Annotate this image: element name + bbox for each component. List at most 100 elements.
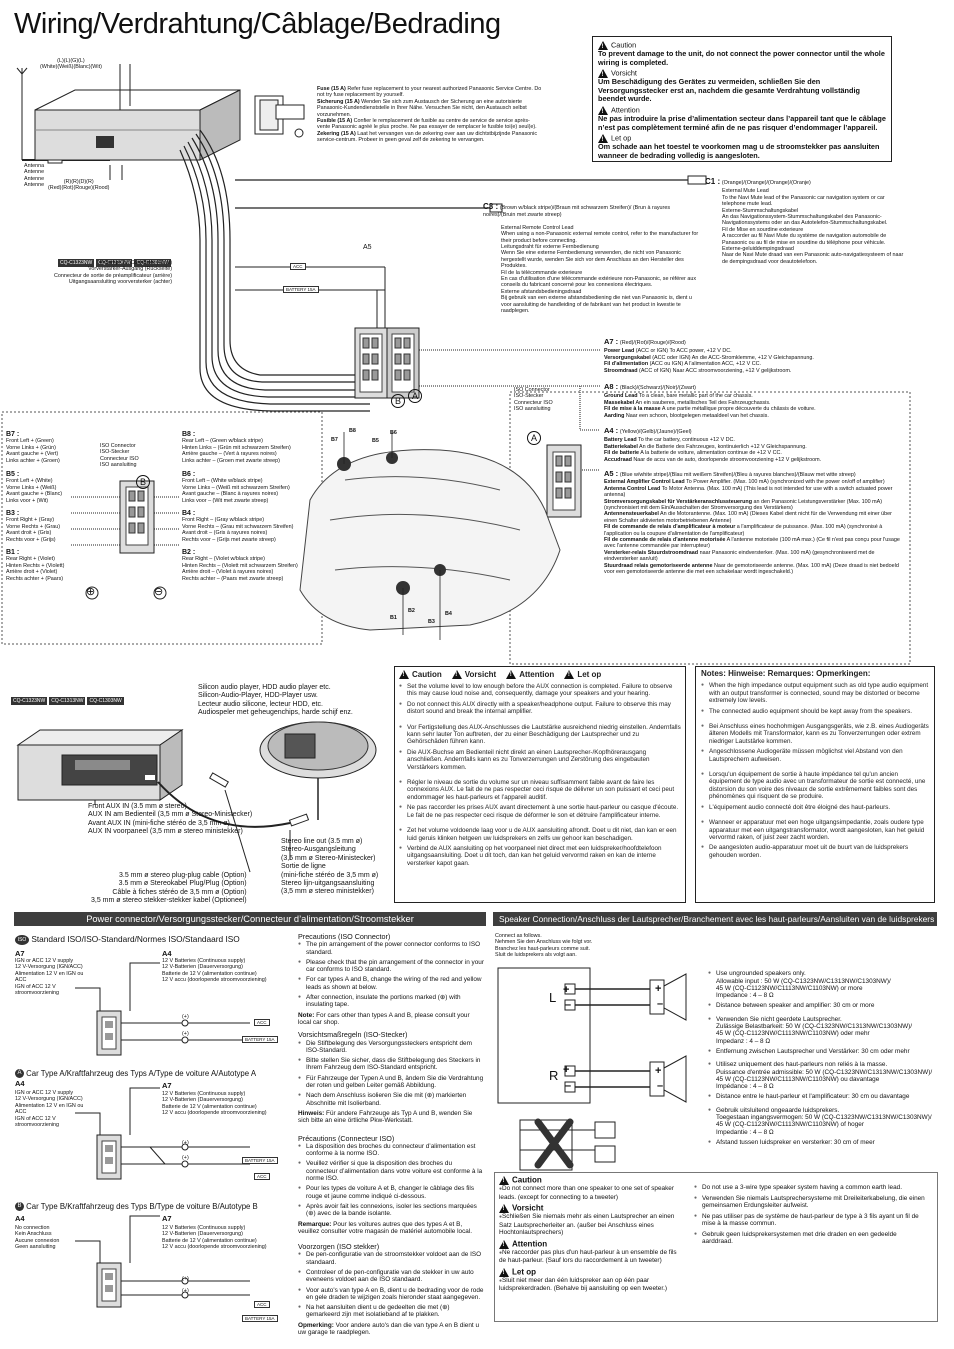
- type-a-a4-title: A4: [15, 1079, 25, 1088]
- type-a-a7-title: A7: [162, 1081, 172, 1090]
- lead-line: External Amplifier Control Lead To Power…: [604, 479, 906, 485]
- lead-line: Massekabel An ein sauberes, metallisches…: [604, 400, 904, 406]
- speaker-right-item: Verwenden Sie niemals Lautsprechersystem…: [694, 1195, 926, 1210]
- speaker-caution-head: Attention: [512, 1239, 548, 1249]
- warning-icon: [598, 106, 608, 117]
- lead-line: Fuse (15 A) Refer fuse replacement to yo…: [317, 86, 542, 99]
- lead-line-bold: Antenna Control Lead: [604, 485, 661, 492]
- lead-line: Fil de commande de relais d'antenne moto…: [604, 537, 906, 550]
- car-label-b3: B3: [428, 619, 435, 625]
- lead-line: An das Navigationssystem-Stummschaltungs…: [722, 214, 905, 227]
- lead-line-text: (ACC oder IGN) An die ACC-Stromklemme, +…: [650, 354, 814, 361]
- notes-box: Notes: Hinweise: Remarques: Opmerkingen:…: [695, 666, 935, 903]
- speaker-connect-line: Sluit de luidsprekers als volgt aan.: [495, 952, 577, 959]
- car-label-b5: B5: [372, 438, 379, 444]
- power-line: Batterie de 12 V (alimentation continue): [162, 970, 257, 977]
- warning-icon: [506, 670, 517, 679]
- car-label-b7: B7: [331, 437, 338, 443]
- speaker-item: Afstand tussen luidspreker en versterker…: [708, 1139, 940, 1147]
- speaker-caution-heading: Caution: [499, 1176, 679, 1186]
- lead-line-text: Naar een schoon, blootgelegen metaaldeel…: [624, 412, 769, 419]
- speaker-lead-label: B6 :: [182, 471, 196, 478]
- lead-line-bold: Fil de batterie: [604, 450, 640, 457]
- a7-block: A7 : (Red)/(Rot)/(Rouge)/(Rood) Power Le…: [604, 338, 904, 374]
- power-line: IGN of ACC 12 V stroomvoorziening: [15, 983, 60, 997]
- car-label-b6: B6: [390, 430, 397, 436]
- b4-block: B4 :Front Right – (Gray w/black stripe)V…: [182, 510, 293, 543]
- power-line: IGN or ACC 12 V supply: [15, 1090, 74, 1096]
- lead-line-text: An ein sauberes, metallisches Teil des F…: [634, 399, 771, 406]
- lead-line-text: To a clean, bare metallic part of the ca…: [637, 393, 753, 400]
- lead-line-bold: Versterker-relais Stuurdstroomdraad: [604, 549, 699, 556]
- precaution-item: La disposition des broches du connecteur…: [298, 1143, 484, 1158]
- lead-line-bold: Fil de mise à la masse: [604, 406, 661, 413]
- caution-text: Um Beschädigung des Gerätes zu vermeiden…: [598, 77, 860, 104]
- front-aux-line: AUX IN am Bedienteil (3,5 mm ø Stereo-Mi…: [88, 811, 253, 819]
- c3-block: C3 : (Brown w/black stripe)/(Braun mit s…: [483, 203, 703, 315]
- speaker-lead-label: B3 :: [6, 510, 20, 517]
- warning-icon: [598, 69, 608, 80]
- speaker-caution-box: [494, 1172, 938, 1322]
- aux-caution-item: Do not connect this AUX directly with a …: [399, 701, 681, 716]
- lead-line: Stuurdraad relais gemotoriseerde antenne…: [604, 563, 906, 576]
- aux-caution-head: Vorsicht: [464, 669, 497, 679]
- precaution-item: Nach dem Anschluss isolieren Sie die mit…: [298, 1092, 484, 1107]
- lead-line: Fil d'alimentation (ACC ou IGN) A l'alim…: [604, 361, 904, 367]
- speaker-lead-line: Avant gauche + (Vert): [6, 451, 59, 458]
- speaker-connect-text: Connect as follows.Nehmen Sie den Anschl…: [495, 933, 592, 959]
- caution-text: To prevent damage to the unit, do not co…: [598, 49, 885, 67]
- power-line: Batterie de 12 V (alimentation continue): [162, 1237, 257, 1244]
- power-line: Batterie de 12 V (alimentation continue): [162, 1103, 257, 1110]
- aux-caution-head: Attention: [519, 669, 555, 679]
- precaution-item: Pour les types de voiture A et B, change…: [298, 1185, 484, 1200]
- speaker-lead-label: B8 :: [182, 431, 196, 438]
- lead-line: Fil de mise à la masse A une partie méta…: [604, 406, 904, 412]
- lead-line-text: To the car battery, continuous +12 V DC.: [636, 437, 735, 444]
- lead-line-bold: Sicherung (15 A): [317, 98, 360, 105]
- player-line: Audiospeler met geheugenchips, harde sch…: [198, 709, 353, 717]
- warning-icon: [451, 670, 462, 679]
- precaution-item: Please check that the pin arrangement of…: [298, 959, 484, 974]
- lead-line-text: Naar de gemotoriseerde antenne. (Max. 10…: [604, 562, 899, 576]
- antenna-line: Antenna: [24, 163, 45, 169]
- cable-line: 3.5 mm ø Stereokabel Plug/Plug (Option): [118, 880, 247, 888]
- speaker-lead-line: Links voor – (Wit met zwarte streep): [182, 497, 269, 504]
- speaker-plus-l2: +: [655, 983, 662, 995]
- cable-line: Câble à fiches stéréo de 3,5 mm ø (Optio…: [112, 888, 247, 896]
- speaker-lead-line: Front Right + (Gray): [6, 517, 55, 524]
- line-out-line: Stereo line out (3.5 mm ø): [281, 838, 363, 845]
- lead-line-text: Fil de Mise en sourdine exterieure: [722, 226, 804, 233]
- precaution-item: For car types A and B, change the wiring…: [298, 976, 484, 991]
- aux-diagram: [16, 721, 377, 873]
- lead-line-bold: Ground Lead: [604, 393, 638, 400]
- note-item: De aangesloten audio-apparatuur moet uit…: [701, 844, 929, 859]
- c1-block: C1 : (Orange)/(Orange)/(Orange)/(Oranje)…: [705, 177, 905, 265]
- player-line: Silicon audio player, HDD audio player e…: [198, 684, 331, 691]
- b7-block: B7 :Front Left + (Green)Vorne Links + (G…: [6, 431, 60, 464]
- speaker-item: Distance between speaker and amplifier: …: [708, 1002, 940, 1010]
- lead-line: Stroomdraad (ACC of IGN) Naar ACC stroom…: [604, 368, 904, 374]
- lead-line: Bij gebruik van een externe afstandsbedi…: [501, 295, 703, 314]
- aux-caution-head: Caution: [412, 669, 442, 679]
- line-out-line: (3,5 mm ø stereo ministekker): [281, 888, 374, 896]
- speaker-caution-text: ●Sluit niet meer dan één luidspreker aan…: [499, 1277, 679, 1293]
- speaker-lead-line: Avant droit + (Gris): [6, 530, 52, 537]
- warning-icon: [499, 1267, 509, 1277]
- lead-line: Fil de commande de relais d'amplificateu…: [604, 524, 906, 537]
- type-b-heading: B Car Type B/Kraftfahrzeug des Typs B/Ty…: [15, 1202, 258, 1212]
- iso-connector-line: ISO aansluiting: [100, 462, 137, 469]
- line-out-line: Stereo-Ausgangsleitung: [281, 846, 356, 854]
- speaker-lead-line: Rear Left – (Green w/black stripe): [182, 438, 263, 445]
- bullet-icon: ●: [499, 1277, 503, 1284]
- lead-line-text: Externe-Stummschaltungskabel: [722, 207, 799, 214]
- lead-line-text: Externe afstandsbedieningsdraad: [501, 288, 582, 295]
- lead-line-text: To Motor Antenna. (Max. 100 mA) (This le…: [604, 485, 893, 499]
- speaker-plus-r: +: [563, 1064, 570, 1076]
- lead-line: Battery Lead To the car battery, continu…: [604, 437, 904, 443]
- warning-icon: [564, 670, 575, 679]
- b8-block: B8 :Rear Left – (Green w/black stripe)Hi…: [182, 431, 291, 464]
- lead-line-bold: Power Lead: [604, 348, 635, 355]
- cable-line: 3.5 mm ø stereo plug-plug cable (Option): [119, 872, 247, 879]
- precaution-item: Controleer of de pen-configuratie van de…: [298, 1269, 484, 1284]
- speaker-minus-l2: –: [657, 998, 664, 1010]
